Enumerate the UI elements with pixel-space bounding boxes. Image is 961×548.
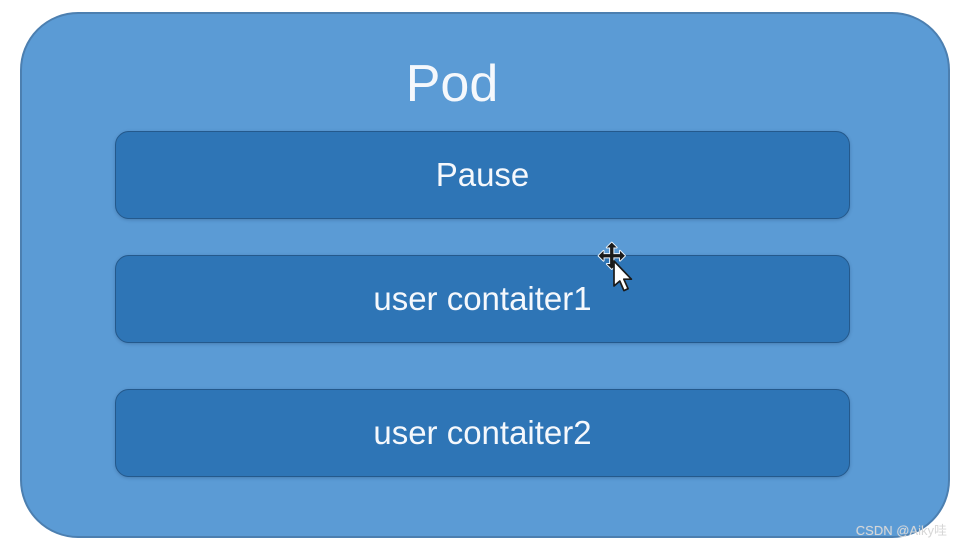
- container-box-user2: user contaiter2: [115, 389, 850, 477]
- pod-title: Pod: [405, 55, 499, 113]
- container-box-pause: Pause: [115, 131, 850, 219]
- container-label-pause: Pause: [435, 156, 530, 193]
- container-label-user2: user contaiter2: [373, 414, 592, 451]
- pod-box: Pod Pause user contaiter1 user contaiter…: [20, 12, 950, 538]
- watermark: CSDN @Aiky哇: [855, 523, 947, 538]
- container-box-user1: user contaiter1: [115, 255, 850, 343]
- container-label-user1: user contaiter1: [373, 280, 592, 317]
